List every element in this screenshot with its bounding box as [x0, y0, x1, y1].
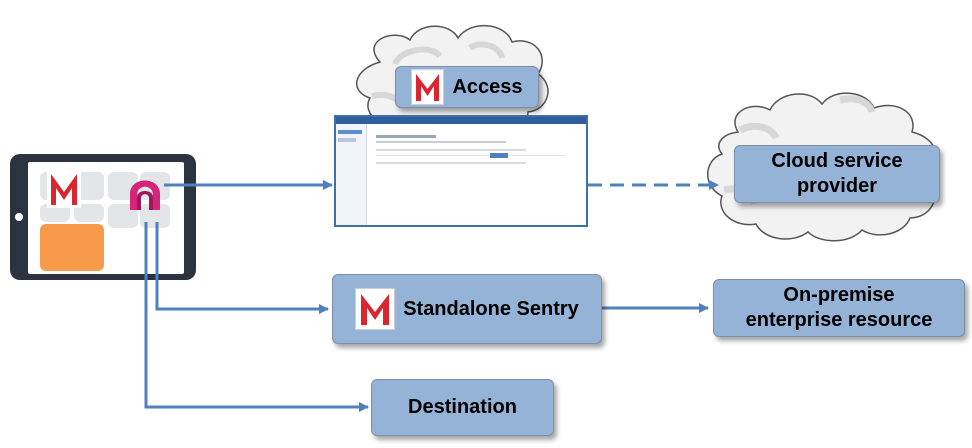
console-sidebar-item	[338, 130, 362, 134]
mobileiron-m-logo-icon	[355, 288, 396, 330]
console-sidebar-item	[338, 138, 356, 142]
cloud-provider-label: Cloud service provider	[771, 150, 903, 197]
mobileiron-m-logo-icon	[47, 170, 81, 208]
console-text-line	[376, 149, 526, 151]
console-sidebar	[336, 124, 367, 225]
console-text-line	[376, 162, 526, 164]
standalone-sentry-label: Standalone Sentry	[403, 297, 579, 320]
access-label: Access	[452, 75, 523, 98]
console-divider	[376, 155, 566, 156]
cloud-provider-box: Cloud service provider	[734, 145, 940, 203]
arrow-tunnel-to-sentry	[155, 222, 329, 314]
destination-label: Destination	[408, 396, 517, 418]
arrow-tunnel-to-destination	[144, 222, 369, 412]
access-box: Access	[395, 66, 539, 108]
on-premise-label: On-premise enterprise resource	[745, 284, 933, 331]
admin-console-screenshot	[334, 115, 588, 227]
mobileiron-m-logo-icon	[411, 69, 445, 105]
console-text-line	[376, 141, 506, 143]
console-button	[490, 153, 508, 158]
on-premise-box: On-premise enterprise resource	[713, 279, 965, 337]
tablet-device-icon	[10, 154, 196, 280]
tunnel-app-icon	[130, 180, 160, 210]
console-title-line	[376, 135, 436, 138]
console-header-bar	[336, 117, 586, 124]
standalone-sentry-box: Standalone Sentry	[332, 274, 602, 344]
destination-box: Destination	[371, 379, 554, 436]
